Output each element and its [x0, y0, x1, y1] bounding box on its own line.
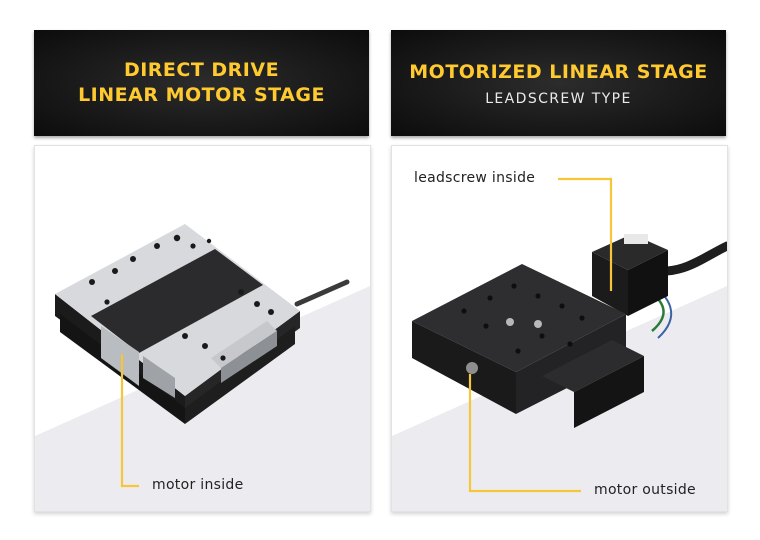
leader-line-bottom	[468, 374, 581, 493]
panel-header: MOTORIZED LINEAR STAGE LEADSCREW TYPE	[391, 30, 726, 136]
panel-title: MOTORIZED LINEAR STAGE	[409, 60, 708, 83]
callout-leadscrew-inside: leadscrew inside	[414, 170, 536, 186]
leadscrew-stage-panel: MOTORIZED LINEAR STAGE LEADSCREW TYPE	[391, 30, 728, 512]
stepper-motor-front	[628, 250, 668, 316]
panel-subtitle: LEADSCREW TYPE	[485, 90, 632, 107]
panel-title: DIRECT DRIVE LINEAR MOTOR STAGE	[78, 59, 325, 106]
linear-motor-stage-illustration	[35, 224, 370, 511]
panel-header: DIRECT DRIVE LINEAR MOTOR STAGE	[34, 30, 369, 136]
adjust-knob	[466, 362, 478, 374]
backdrop-shape	[392, 286, 727, 511]
leader-line-top	[558, 177, 613, 291]
product-card: leadscrew inside motor outside	[391, 145, 728, 512]
center-screw	[534, 320, 542, 328]
motor-window	[101, 326, 139, 386]
carriage-top	[91, 249, 263, 353]
direct-drive-panel: DIRECT DRIVE LINEAR MOTOR STAGE	[34, 30, 371, 512]
motor-housing-front	[574, 356, 644, 428]
motor-housing-top	[542, 340, 644, 392]
stage-left-face	[412, 321, 516, 414]
shaft-rod	[294, 279, 350, 307]
leader-line	[120, 354, 139, 488]
bearing-bracket	[211, 321, 277, 368]
motor-window-inner	[143, 356, 175, 398]
motorized-stage-illustration	[392, 177, 727, 511]
callout-motor-outside: motor outside	[594, 482, 696, 498]
product-card: motor inside	[34, 145, 371, 512]
bearing-bracket-side	[221, 331, 277, 383]
center-screw	[506, 318, 514, 326]
callout-motor-inside: motor inside	[152, 477, 244, 493]
motor-connector	[624, 234, 648, 244]
stage-top	[412, 264, 626, 372]
mounting-holes	[461, 283, 585, 354]
mounting-holes	[89, 234, 274, 361]
